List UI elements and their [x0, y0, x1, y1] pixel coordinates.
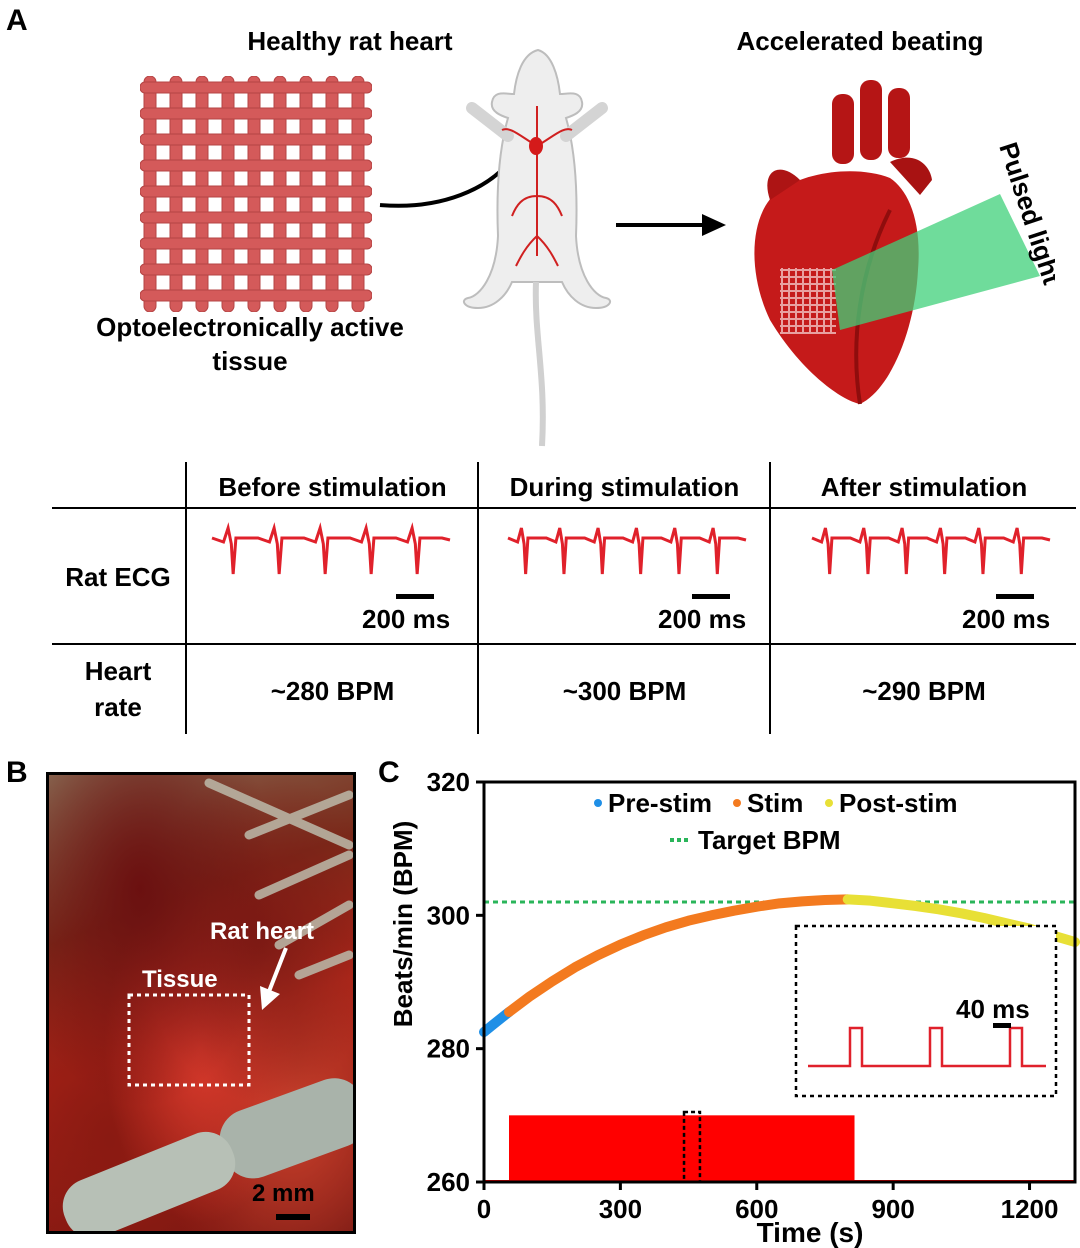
- x-tick-label: 600: [735, 1194, 778, 1224]
- series-stim: [504, 894, 853, 1017]
- ecg-trace-after: [811, 527, 1051, 575]
- rat-heart-arrow: [260, 947, 288, 1010]
- rat-illustration: [462, 48, 612, 447]
- column-header-after: After stimulation: [820, 472, 1028, 502]
- row-label-rate: rate: [94, 692, 142, 722]
- photo-scale-label: 2 mm: [252, 1180, 315, 1207]
- heart-illustration: [754, 80, 1040, 405]
- y-tick-label: 320: [427, 767, 470, 797]
- legend-entry: Stim: [747, 788, 803, 818]
- tissue-scaffold-illustration: [140, 76, 372, 312]
- y-tick-label: 260: [427, 1167, 470, 1197]
- legend-marker: [825, 799, 833, 807]
- legend-marker: [733, 799, 741, 807]
- row-label-rat-ecg: Rat ECG: [65, 562, 171, 592]
- inset-scale-label: 40 ms: [956, 994, 1030, 1024]
- scale-bar-during: [692, 594, 730, 599]
- heart-rate-before: ~280 BPM: [270, 676, 395, 706]
- photo-scale-bar: [276, 1214, 310, 1220]
- ecg-table-grid: [52, 462, 1076, 734]
- x-tick-label: 300: [599, 1194, 642, 1224]
- legend-entry: Pre-stim: [608, 788, 712, 818]
- ecg-trace-before: [211, 522, 451, 575]
- title-accelerated-beating: Accelerated beating: [736, 26, 984, 56]
- pulsed-light-label-wrapper: Pulsed light: [993, 139, 1055, 289]
- surgical-photo: [46, 772, 356, 1234]
- column-header-during: During stimulation: [509, 472, 740, 502]
- tissue-label-line1: Optoelectronically active: [96, 312, 404, 342]
- rat-heart-label: Rat heart: [210, 918, 315, 945]
- y-axis-label: Beats/min (BPM): [388, 821, 418, 1028]
- x-tick-label: 900: [871, 1194, 914, 1224]
- scale-label-before: 200 ms: [362, 604, 451, 634]
- scale-label-after: 200 ms: [962, 604, 1051, 634]
- legend-marker: [594, 799, 602, 807]
- tissue-label-line2: tissue: [212, 346, 288, 376]
- x-tick-label: 0: [477, 1194, 491, 1224]
- inset-box: [794, 924, 1058, 1098]
- scale-label-during: 200 ms: [658, 604, 747, 634]
- plot-frame: [482, 780, 1077, 1184]
- stimulation-window-bar: [509, 1115, 855, 1182]
- heart-rate-during: ~300 BPM: [562, 676, 687, 706]
- title-healthy-rat-heart: Healthy rat heart: [247, 26, 453, 56]
- panel-b-letter: B: [6, 756, 28, 789]
- scale-bar-before: [396, 594, 434, 599]
- legend-entry: Target BPM: [698, 825, 841, 855]
- scale-bar-after: [996, 594, 1034, 599]
- heart-rate-after: ~290 BPM: [862, 676, 986, 706]
- column-header-before: Before stimulation: [218, 472, 447, 502]
- panel-a-letter: A: [6, 4, 28, 37]
- x-axis-label: Time (s): [757, 1217, 864, 1248]
- inset-pulse-trace: [808, 1026, 1046, 1068]
- tissue-photo-label: Tissue: [142, 966, 218, 993]
- panel-c-letter: C: [378, 756, 400, 789]
- x-tick-label: 1200: [1001, 1194, 1059, 1224]
- bpm-chart: 40 ms 0 300 600 900 1200 260 280 300 320 Pre-sti…: [388, 767, 1080, 1248]
- row-label-heart: Heart: [84, 656, 152, 686]
- pulsed-light-label: Pulsed light: [993, 139, 1055, 289]
- y-tick-label: 300: [427, 900, 470, 930]
- legend-entry: Post-stim: [839, 788, 957, 818]
- inset-scale-bar: [993, 1023, 1011, 1028]
- ecg-trace-during: [507, 527, 747, 575]
- arrow-rat-to-heart: [616, 214, 726, 236]
- y-tick-label: 280: [427, 1034, 470, 1064]
